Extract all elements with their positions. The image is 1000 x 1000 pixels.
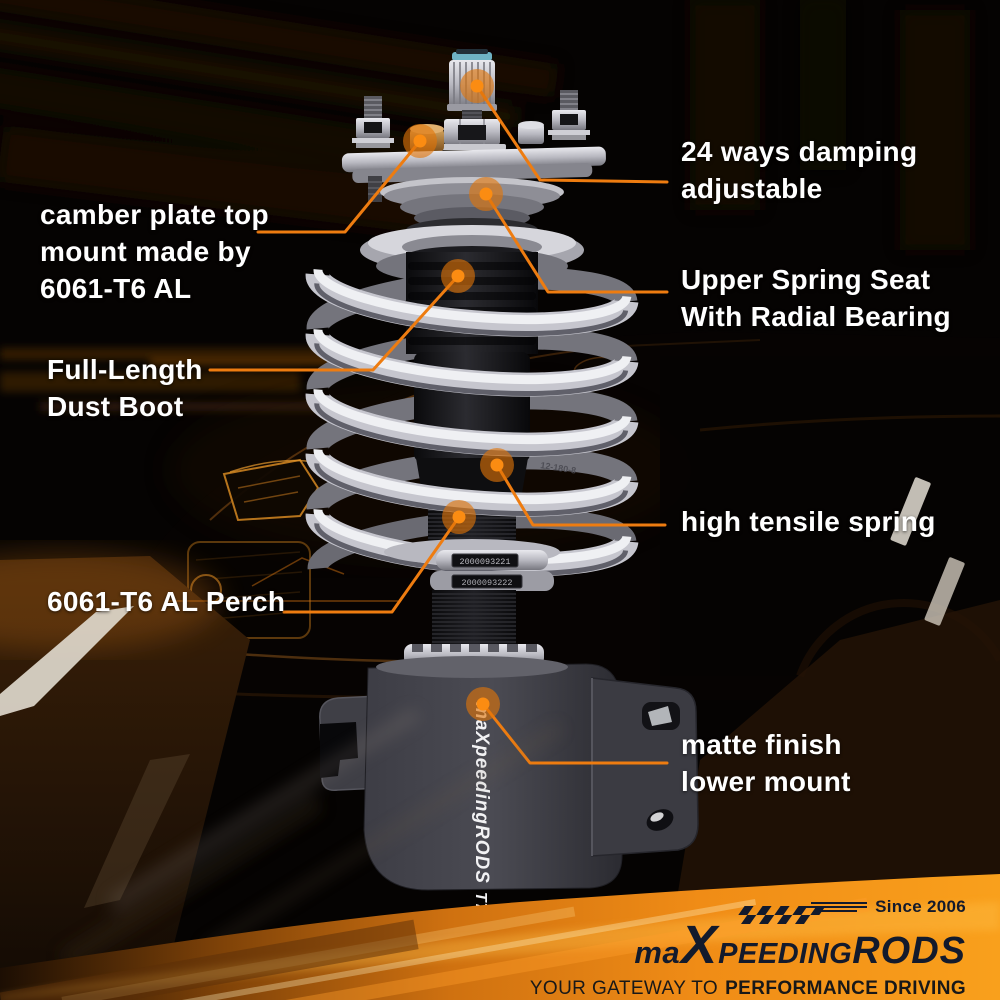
leader-camber — [256, 139, 422, 234]
callout-dots — [403, 69, 514, 721]
brand-name: maXpeedingRODS — [606, 906, 966, 975]
dot-camber — [403, 124, 437, 158]
tech-line — [251, 557, 345, 587]
label-upper-spring-seat: Upper Spring Seat With Radial Bearing — [681, 264, 951, 332]
tagline-light: YOUR GATEWAY TO — [529, 978, 719, 999]
brand-tagline: YOUR GATEWAY TO PERFORMANCE DRIVING — [530, 978, 966, 1000]
label-lower-mount: matte finish lower mount — [681, 729, 851, 797]
lane-dash — [924, 557, 965, 626]
leader-perch — [282, 515, 461, 614]
label-dust-boot: Full-Length Dust Boot — [47, 354, 203, 422]
label-spring: high tensile spring — [681, 506, 936, 537]
dot-spring — [480, 448, 514, 482]
leader-upper-seat — [484, 192, 669, 294]
brand-name-ma: ma — [634, 935, 681, 970]
tagline-bold: PERFORMANCE DRIVING — [725, 978, 966, 999]
mount-branding-text: maXpeedingRODST7 — [471, 702, 492, 913]
leader-spring — [495, 463, 667, 527]
camber-plate-assembly — [341, 90, 606, 242]
lane-stripe — [0, 606, 134, 716]
dot-damping — [460, 69, 494, 103]
leader-dust-boot — [208, 274, 460, 372]
since-text: Since 2006 — [875, 897, 966, 916]
label-camber-plate: camber plate top mount made by 6061-T6 A… — [40, 199, 269, 304]
label-damping-adjuster: 24 ways damping adjustable — [681, 136, 918, 204]
mount-body — [363, 663, 623, 891]
dot-perch — [442, 500, 476, 534]
brand-name-x: X — [681, 915, 718, 975]
checkered-flag-icon — [738, 906, 826, 924]
dot-upper-seat — [469, 177, 503, 211]
dot-lower-mount — [466, 687, 500, 721]
leader-lower-mount — [481, 702, 669, 765]
brand-band — [0, 707, 1000, 1000]
dot-dust-boot — [441, 259, 475, 293]
mount-branding-name: maXpeedingRODS — [471, 702, 492, 884]
label-perch: 6061-T6 AL Perch — [47, 586, 286, 617]
lane-dash — [890, 477, 931, 546]
serial-tag-bottom: 2000093222 — [461, 578, 512, 588]
leader-damping — [475, 84, 669, 184]
callout-leaders — [208, 84, 669, 765]
serial-tag-top: 2000093221 — [459, 557, 510, 567]
motion-streaks — [0, 348, 360, 411]
brand-name-peeding: peeding — [718, 938, 853, 970]
brand-logo-block: Since 2006 maXpeedingRODS YOUR GATEWAY T… — [530, 897, 966, 1000]
brand-name-rods: RODS — [852, 930, 966, 972]
